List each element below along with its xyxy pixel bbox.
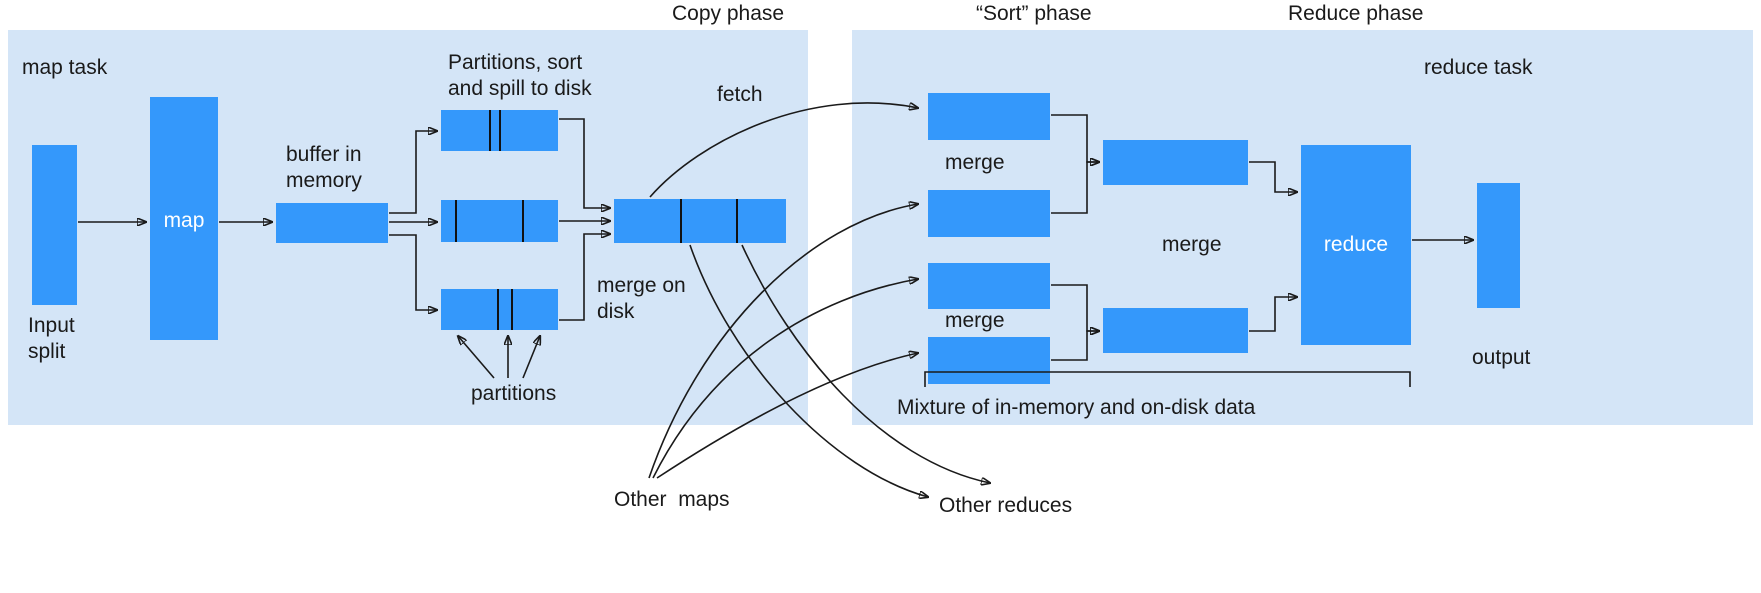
spill-file-2	[441, 200, 558, 242]
phase-label-sort: “Sort” phase	[976, 2, 1092, 25]
partition-divider	[680, 199, 682, 243]
reduce-box	[1301, 145, 1411, 345]
partition-divider	[736, 199, 738, 243]
input-split-box	[32, 145, 77, 305]
partition-divider	[455, 200, 457, 242]
merge-label-upper: merge	[945, 151, 1005, 174]
spill-file-3	[441, 289, 558, 330]
spill-file-1	[441, 110, 558, 151]
partitions-spill-caption: Partitions, sort and spill to disk	[448, 51, 592, 100]
merge-label-final: merge	[1162, 233, 1222, 256]
merged-group-box-2	[1103, 308, 1248, 353]
merged-output-file	[614, 199, 786, 243]
output-label: output	[1472, 346, 1531, 369]
merge-label-lower: merge	[945, 309, 1005, 332]
phase-label-copy: Copy phase	[672, 2, 785, 25]
fetch-label: fetch	[717, 83, 763, 106]
fetch-box-4	[928, 337, 1050, 384]
reduce-box-label: reduce	[1323, 233, 1389, 256]
partitions-label: partitions	[471, 382, 557, 405]
buffer-in-memory-box	[276, 203, 388, 243]
output-box	[1477, 183, 1520, 308]
map-box	[150, 97, 218, 340]
map-task-label: map task	[22, 56, 108, 79]
other-reduces-label: Other reduces	[939, 494, 1073, 517]
fetch-box-1	[928, 93, 1050, 140]
mixture-label: Mixture of in-memory and on-disk data	[897, 396, 1256, 419]
merged-group-box-1	[1103, 140, 1248, 185]
reduce-task-label: reduce task	[1424, 56, 1533, 79]
partition-divider	[497, 289, 499, 330]
fetch-box-2	[928, 190, 1050, 237]
other-maps-label: Other maps	[614, 488, 730, 511]
partition-divider	[489, 110, 491, 151]
partition-divider	[522, 200, 524, 242]
partition-divider	[499, 110, 501, 151]
input-split-label: Input split	[28, 314, 75, 363]
buffer-in-memory-label: buffer in memory	[286, 143, 362, 192]
phase-label-reduce: Reduce phase	[1288, 2, 1424, 25]
merge-on-disk-label: merge on disk	[597, 274, 686, 323]
map-box-label: map	[163, 209, 205, 232]
fetch-box-3	[928, 263, 1050, 309]
partition-divider	[511, 289, 513, 330]
